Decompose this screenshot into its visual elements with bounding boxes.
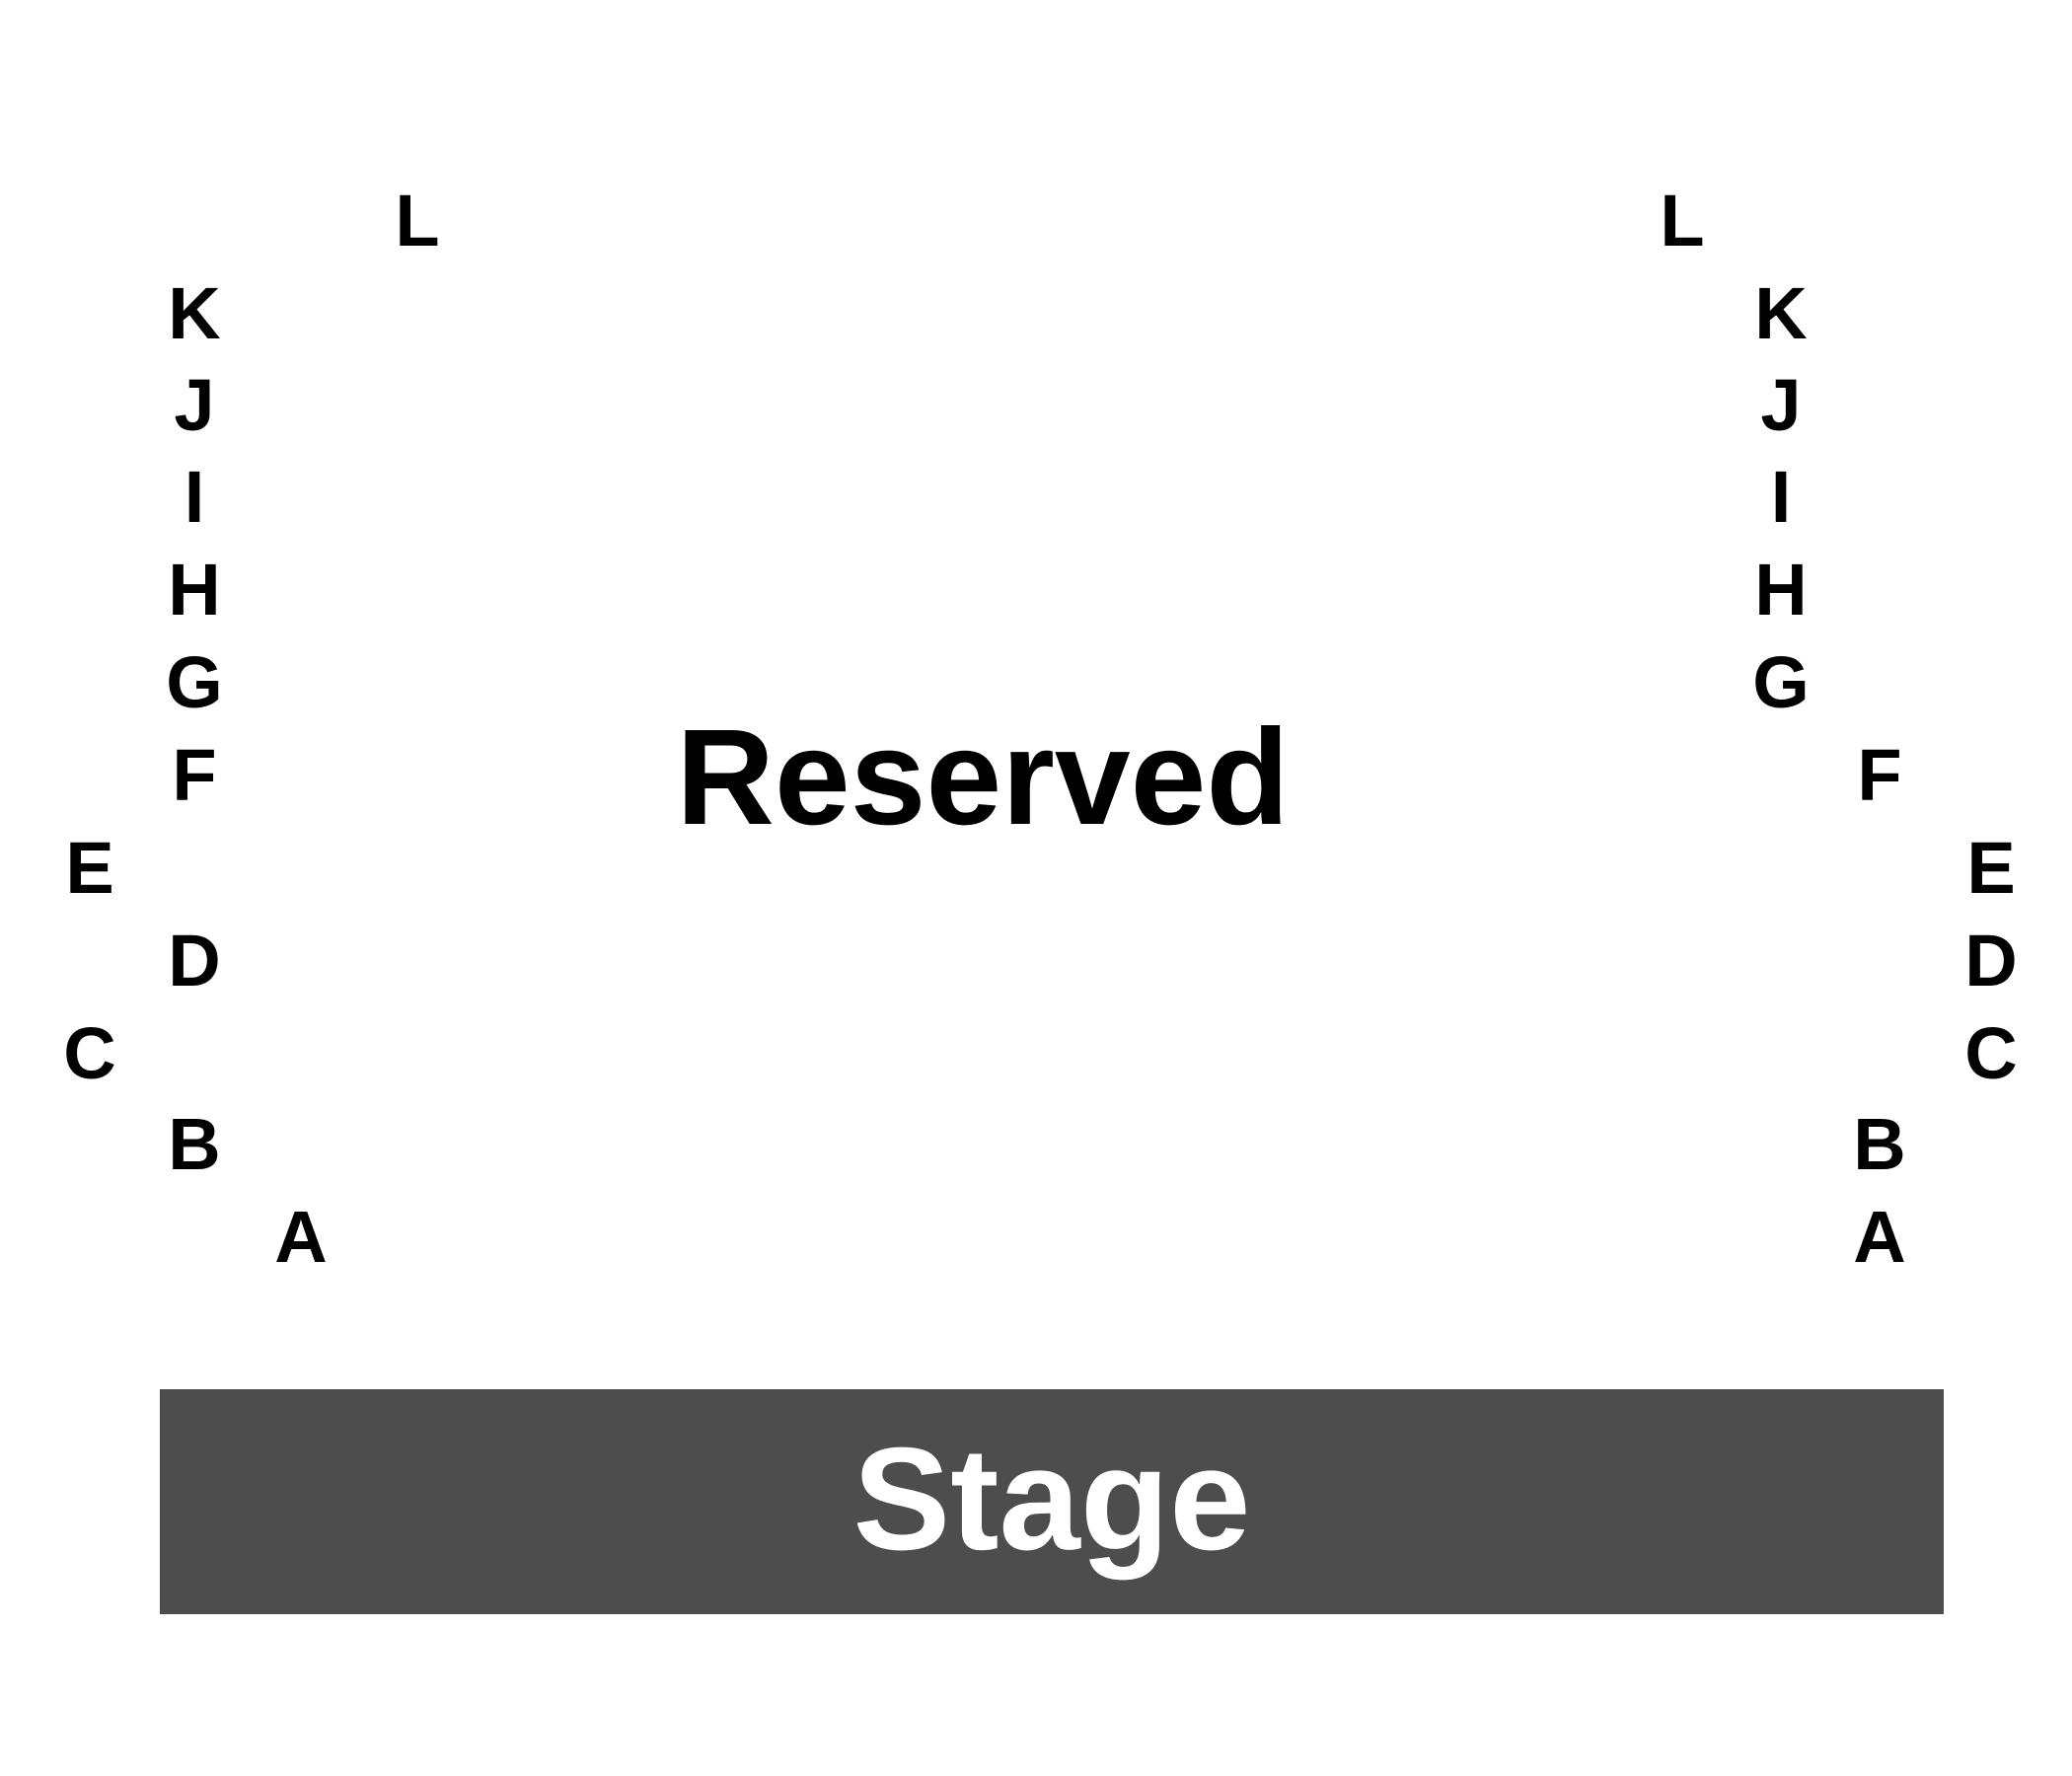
left-row-g-label: G (166, 641, 223, 723)
right-row-d-label: D (1964, 920, 2018, 1001)
stage-block: Stage (160, 1389, 1944, 1614)
right-row-g-label: G (1752, 641, 1810, 723)
reserved-section-label: Reserved (676, 702, 1290, 853)
left-row-a-label: A (274, 1196, 328, 1278)
right-row-a-label: A (1853, 1196, 1906, 1278)
left-row-f-label: F (172, 734, 217, 816)
left-row-e-label: E (65, 827, 114, 909)
right-row-i-label: I (1770, 456, 1792, 538)
right-row-h-label: H (1754, 549, 1808, 630)
right-row-f-label: F (1857, 734, 1902, 816)
stage-label: Stage (852, 1418, 1251, 1581)
left-row-c-label: C (63, 1012, 116, 1094)
left-row-l-label: L (395, 180, 440, 261)
left-row-j-label: J (174, 364, 215, 446)
left-row-d-label: D (168, 920, 221, 1001)
left-row-i-label: I (184, 456, 205, 538)
right-row-b-label: B (1853, 1103, 1906, 1185)
right-row-j-label: J (1760, 364, 1802, 446)
left-row-h-label: H (168, 549, 221, 630)
right-row-e-label: E (1966, 827, 2016, 909)
right-row-k-label: K (1754, 272, 1808, 354)
left-row-k-label: K (168, 272, 221, 354)
right-row-l-label: L (1660, 180, 1705, 261)
right-row-c-label: C (1964, 1012, 2018, 1094)
left-row-b-label: B (168, 1103, 221, 1185)
